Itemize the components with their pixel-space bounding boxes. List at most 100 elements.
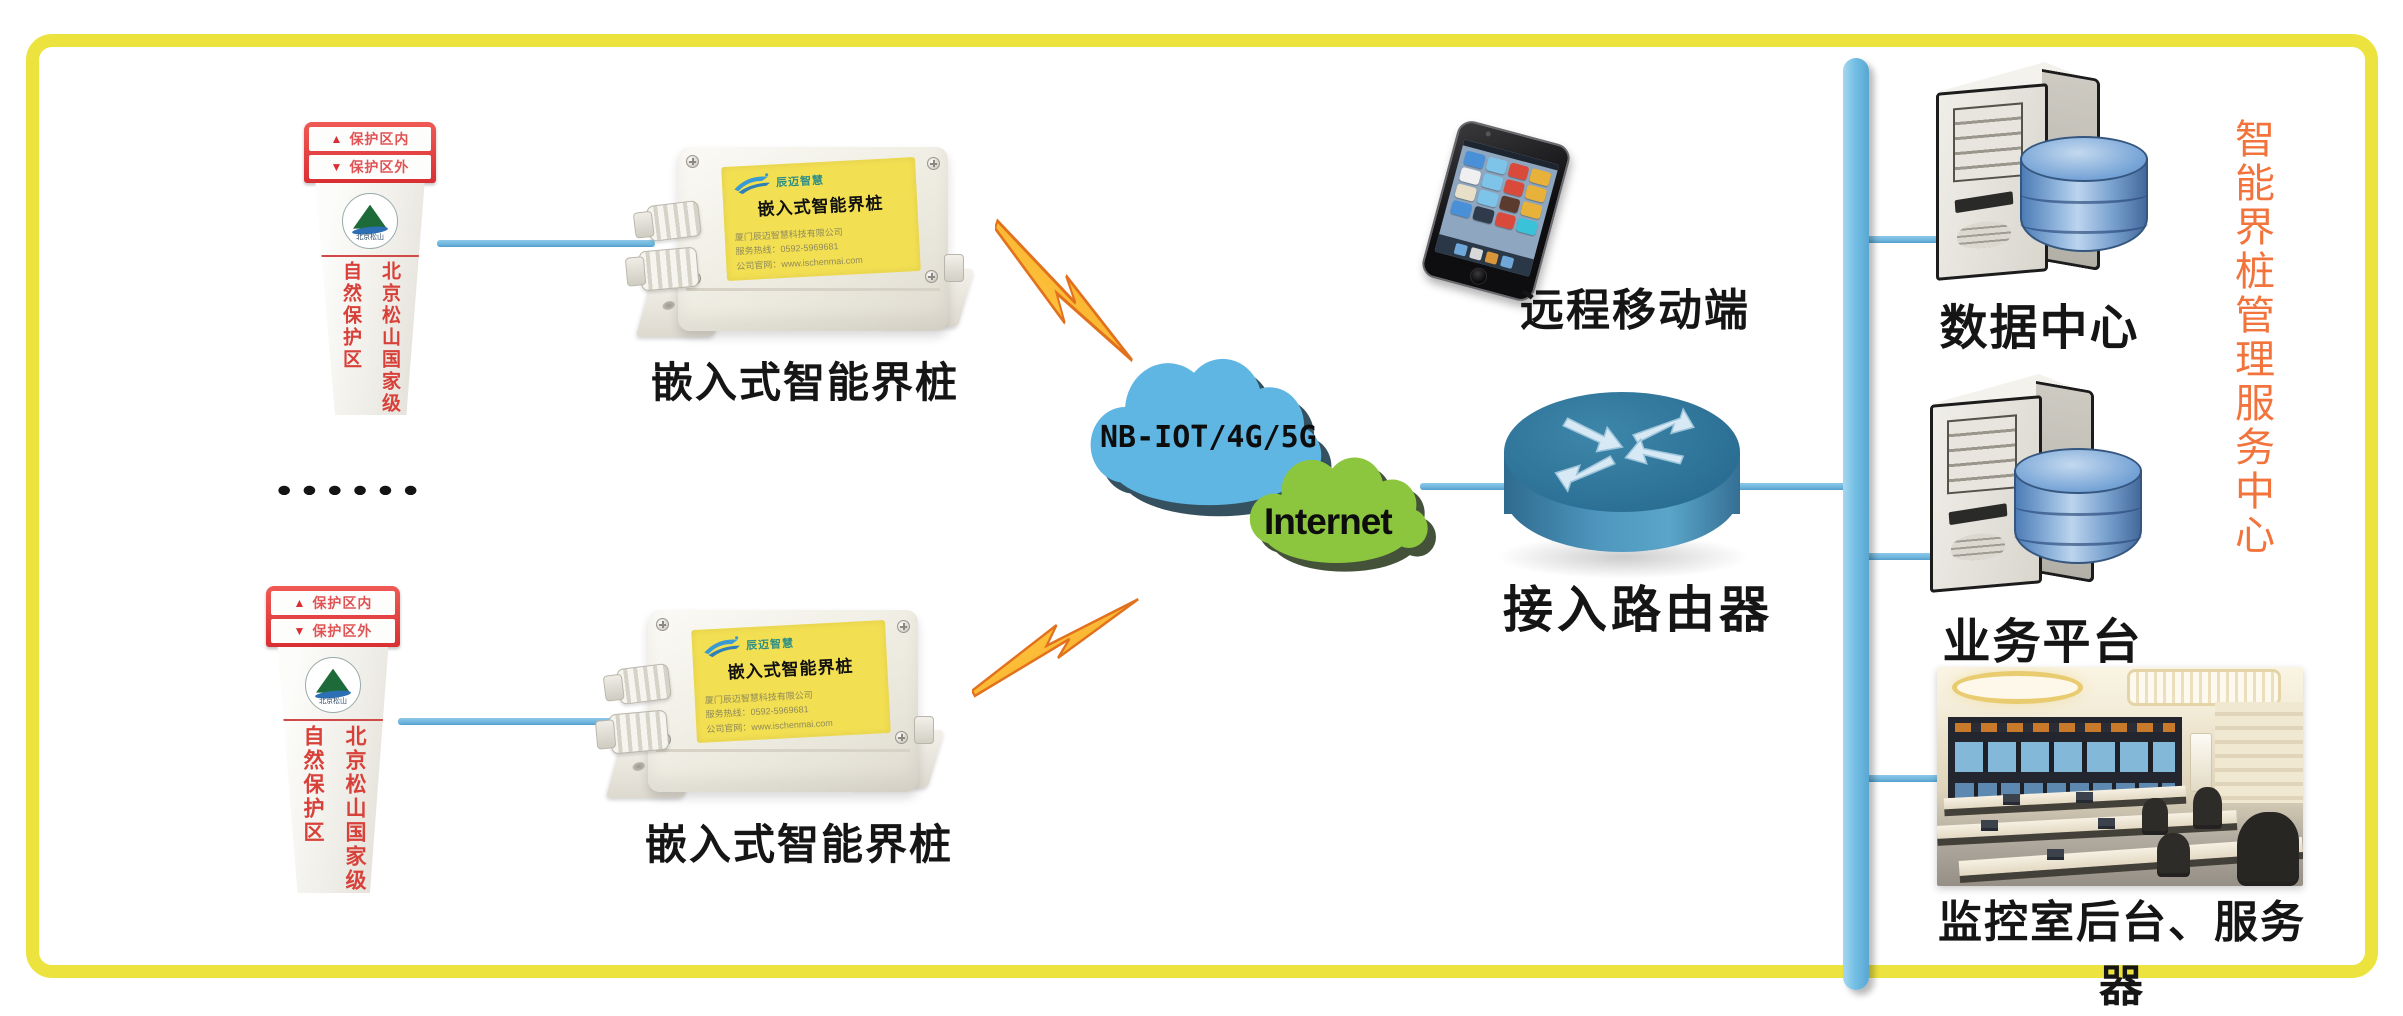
server-drive-slot: [1948, 503, 2008, 526]
device-label: 辰迈智慧 嵌入式智能界桩 厦门辰迈智慧科技有限公司 服务热线：0592-5969…: [721, 156, 922, 281]
cable-gland: [638, 246, 700, 292]
enclosure-seam: [656, 749, 910, 752]
post-body: 北京松山 自然保护区 北京松山国家级: [277, 647, 389, 893]
database-icon: [2014, 448, 2142, 586]
screw-icon: [925, 270, 938, 283]
post-divider: [283, 719, 383, 721]
cable-gland: [646, 199, 702, 243]
office-chair: [2156, 833, 2190, 873]
screen-row: [1955, 742, 2175, 772]
cable-gland-right: [914, 715, 934, 744]
video-wall: [1947, 717, 2183, 800]
ticker-display: [1955, 723, 2175, 732]
business-platform-caption: 业务平台: [1942, 616, 2143, 669]
laptop-icon: [2046, 848, 2064, 860]
mobile-caption: 远程移动端: [1520, 286, 1750, 335]
link-cloud-router: [1420, 483, 1516, 490]
internet-cloud: [1240, 448, 1436, 574]
cable-gland: [616, 662, 672, 706]
data-center-caption: 数据中心: [1939, 302, 2140, 355]
post-cap: ▲ 保护区内 ▼ 保护区外: [266, 586, 400, 647]
reserve-logo-icon: 北京松山: [342, 193, 398, 249]
up-triangle-icon: ▲: [293, 596, 307, 610]
post-divider: [321, 255, 419, 257]
device-logo-name: 辰迈智慧: [775, 174, 825, 190]
post-text-right: 北京松山国家级: [343, 725, 366, 893]
post-text-right: 北京松山国家级: [379, 261, 400, 415]
logo-caption: 北京松山: [356, 234, 384, 241]
server-vents: [1947, 414, 2017, 495]
business-platform-server: [1930, 374, 2145, 604]
link-post2-device2: [398, 718, 626, 725]
screw-icon: [895, 731, 908, 744]
laptop-icon: [2002, 794, 2020, 806]
logo-caption: 北京松山: [319, 698, 347, 705]
device-enclosure: 辰迈智慧 嵌入式智能界桩 厦门辰迈智慧科技有限公司 服务热线：0592-5969…: [678, 147, 964, 331]
ellipsis-dots: ●●●●●●: [276, 477, 428, 502]
cable-gland: [608, 709, 670, 755]
post-cap-band-inside: ▲ 保护区内: [271, 591, 395, 615]
ceiling-light: [1951, 671, 2084, 705]
down-triangle-icon: ▼: [293, 624, 307, 638]
post-cap-band-outside: ▼ 保护区外: [309, 155, 431, 179]
boundary-post-1: ▲ 保护区内 ▼ 保护区外 北京松山 自然保护区 北京松山国家级: [300, 122, 440, 415]
post-body: 北京松山 自然保护区 北京松山国家级: [315, 183, 425, 415]
access-router: [1504, 392, 1740, 554]
post-text-left: 自然保护区: [340, 261, 361, 371]
up-triangle-icon: ▲: [330, 132, 344, 146]
link-router-bus: [1736, 483, 1848, 490]
post-cap-band-outside: ▼ 保护区外: [271, 619, 395, 643]
office-chair: [2237, 811, 2300, 882]
server-vents: [1953, 102, 2023, 183]
data-center-server: [1936, 62, 2151, 292]
post-cap-label: 保护区内: [312, 595, 373, 611]
post-cap-label: 保护区内: [349, 131, 410, 147]
backbone-bus-bar: [1843, 58, 1869, 990]
ceiling-light: [2127, 669, 2282, 707]
monitor-room-photo: [1937, 667, 2303, 886]
lightning-bolt-icon-2: [970, 594, 1144, 702]
post-cap: ▲ 保护区内 ▼ 保护区外: [304, 122, 436, 183]
wan-cloud-label: NB-IOT/4G/5G: [1100, 420, 1317, 455]
office-chair: [2141, 798, 2168, 832]
service-center-banner: 智能界桩管理服务中心: [2229, 118, 2273, 558]
smart-marker-device-2: 辰迈智慧 嵌入式智能界桩 厦门辰迈智慧科技有限公司 服务热线：0592-5969…: [605, 610, 945, 798]
wan-cloud: [1082, 352, 1340, 524]
laptop-icon: [2076, 791, 2094, 803]
device-logo-name: 辰迈智慧: [745, 637, 795, 652]
device2-caption: 嵌入式智能界桩: [644, 821, 953, 868]
screw-icon: [927, 157, 940, 170]
database-icon: [2020, 136, 2148, 274]
server-speaker-arcs: [1951, 531, 2005, 563]
enclosure-seam: [686, 288, 940, 291]
laptop-icon: [2098, 818, 2116, 830]
monitor-room-caption: 监控室后台、服务器: [1938, 898, 2306, 1011]
post-text-left: 自然保护区: [301, 725, 324, 845]
post-cap-band-inside: ▲ 保护区内: [309, 127, 431, 151]
ac-unit: [2189, 732, 2212, 792]
cable-gland-right: [944, 253, 964, 282]
smart-marker-device-1: 辰迈智慧 嵌入式智能界桩 厦门辰迈智慧科技有限公司 服务热线：0592-5969…: [635, 147, 975, 337]
router-caption: 接入路由器: [1503, 582, 1773, 638]
chenmai-logo-icon: [734, 172, 770, 194]
yellow-border-frame: [26, 34, 2378, 978]
screw-icon: [686, 155, 699, 168]
post-cap-label: 保护区外: [349, 159, 410, 175]
office-chair: [2193, 787, 2223, 825]
lightning-bolt-icon-1: [993, 212, 1137, 368]
link-bus-business: [1866, 553, 1948, 560]
mountain-icon: [316, 668, 350, 693]
router-arrows-icon: [1553, 407, 1695, 494]
internet-cloud-label: Internet: [1264, 501, 1393, 542]
device1-caption: 嵌入式智能界桩: [650, 359, 959, 406]
link-bus-datacenter: [1866, 236, 1954, 243]
laptop-icon: [1980, 820, 1998, 832]
server-drive-slot: [1954, 191, 2014, 214]
screw-icon: [897, 620, 910, 633]
boundary-post-2: ▲ 保护区内 ▼ 保护区外 北京松山 自然保护区 北京松山国家级: [262, 586, 404, 893]
server-speaker-arcs: [1957, 219, 2011, 251]
link-post1-device1: [437, 240, 655, 247]
mountain-icon: [353, 204, 387, 229]
down-triangle-icon: ▼: [330, 160, 344, 174]
